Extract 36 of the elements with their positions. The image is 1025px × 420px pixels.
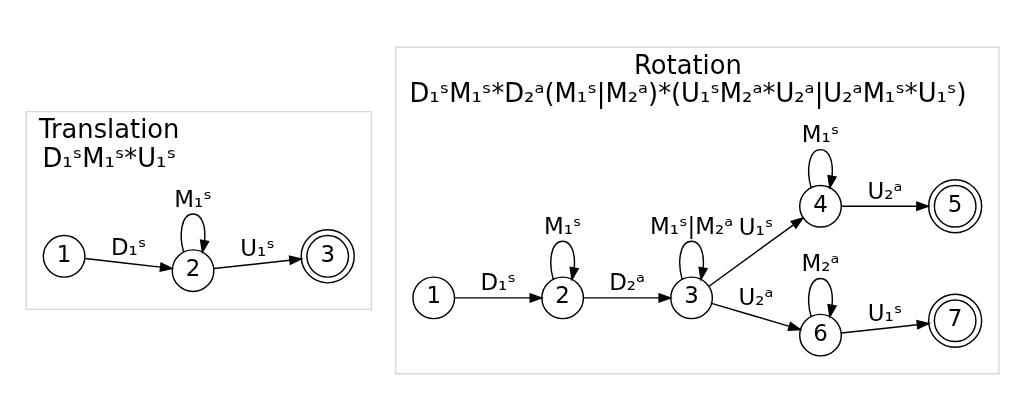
- arrow: [807, 277, 838, 319]
- arrow: [454, 292, 544, 303]
- node-circle: 4: [799, 184, 842, 228]
- edge-label: U₂ᵃ: [738, 283, 774, 310]
- node-circle: 2: [171, 248, 215, 292]
- arrow: [550, 240, 580, 281]
- arrow: [710, 302, 803, 331]
- arrow: [180, 212, 210, 254]
- edge-label: D₂ᵃ: [609, 268, 645, 295]
- edge-label: U₁ˢ: [738, 213, 774, 240]
- node-circle: 6: [799, 313, 842, 357]
- node-circle: 1: [412, 275, 456, 319]
- arrow: [84, 257, 175, 272]
- edge-label: M₁ˢ|M₂ᵃ: [650, 212, 734, 239]
- arrow: [807, 148, 838, 190]
- node-circle: 5: [927, 178, 983, 233]
- edge-label: D₁ˢ: [480, 268, 516, 295]
- arrow: [708, 216, 805, 287]
- edge-label: M₁ˢ: [543, 212, 582, 239]
- arrow: [583, 292, 673, 303]
- arrow: [840, 200, 931, 211]
- edge-label: M₂ᵃ: [801, 249, 840, 276]
- arrow: [679, 240, 709, 281]
- edge-label: M₁ˢ: [174, 185, 212, 212]
- edge-label: M₁ˢ: [801, 120, 840, 147]
- node-circle: 3: [670, 275, 714, 319]
- edge-label: U₁ˢ: [240, 234, 275, 261]
- edge-label: D₁ˢ: [110, 233, 147, 260]
- arrow: [840, 319, 931, 334]
- node-circle: 7: [927, 293, 983, 348]
- arrow: [213, 254, 304, 269]
- node-circle: 2: [541, 275, 585, 319]
- node-circle: 3: [300, 228, 355, 284]
- node-circle: 1: [42, 234, 86, 278]
- edge-label: U₂ᵃ: [867, 177, 903, 204]
- edge-label: U₁ˢ: [867, 299, 903, 326]
